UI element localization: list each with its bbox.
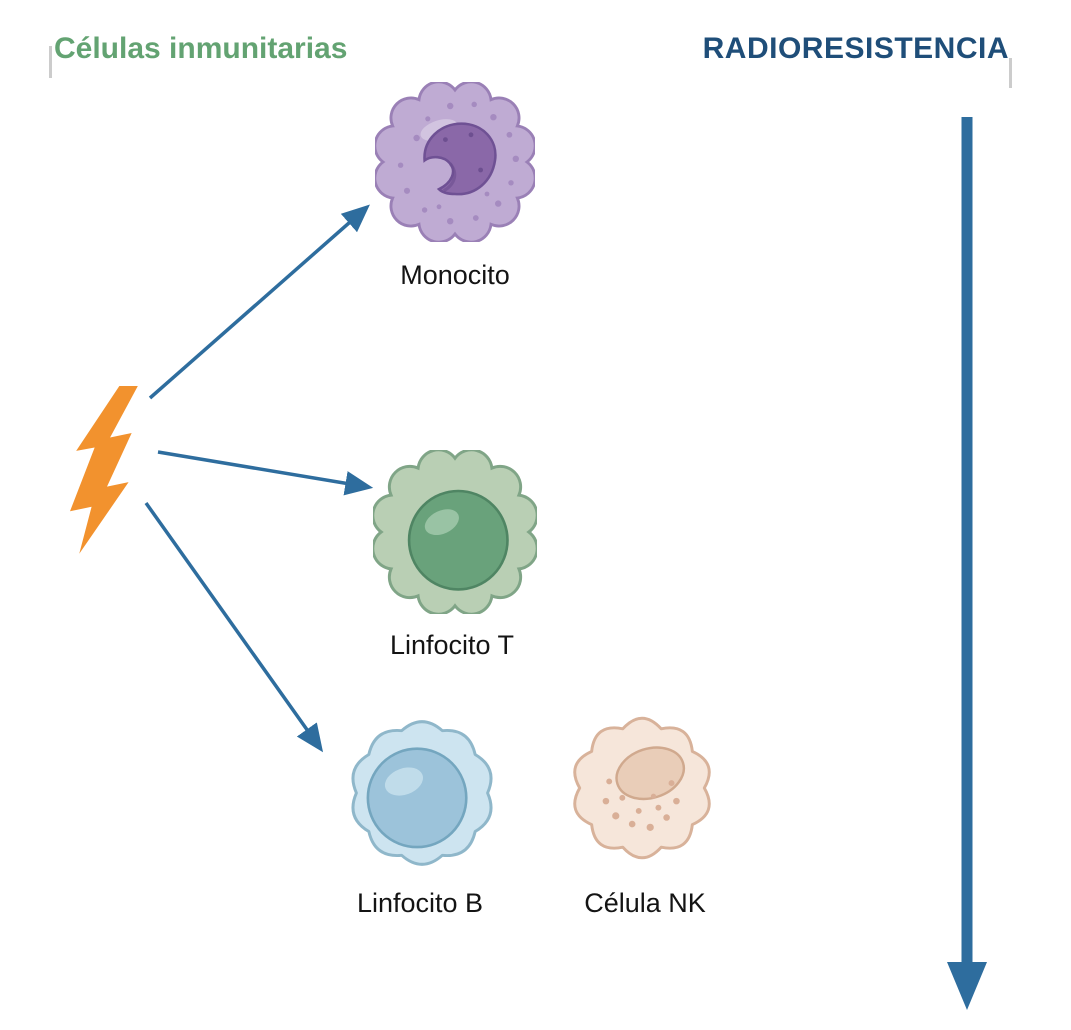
monocito-nucleus-dots [443, 132, 483, 173]
arrow-to-monocito-icon [148, 204, 370, 400]
cursor-artifact-left [49, 46, 52, 78]
title-immune-cells: Células inmunitarias [54, 32, 348, 65]
arrow-to-linfocito-b-icon [144, 501, 324, 753]
monocito-nucleus-fold [442, 162, 457, 193]
celula-nk-granules [602, 778, 680, 831]
label-celula-nk: Célula NK [584, 888, 706, 918]
linfocito-b-highlight [384, 767, 423, 796]
radiation-bolt-icon [70, 386, 144, 556]
monocito-illustration [375, 82, 535, 242]
linfocito-b-illustration [340, 711, 504, 875]
label-linfocito-t: Linfocito T [389, 630, 515, 660]
label-linfocito-b: Linfocito B [356, 888, 484, 918]
monocito-speckles [397, 101, 519, 225]
linfocito-t-illustration [373, 450, 537, 614]
celula-nk-nucleus [615, 746, 686, 801]
arrow-to-linfocito-t-icon [157, 450, 374, 496]
cursor-artifact-right [1009, 58, 1012, 88]
linfocito-b-nucleus [366, 747, 468, 849]
bolt-shape [70, 386, 138, 554]
title-radioresistance: RADIORESISTENCIA [702, 32, 1009, 65]
linfocito-t-highlight [424, 509, 459, 536]
radioresistance-axis-arrowhead-icon [947, 962, 987, 1010]
celula-nk-illustration [560, 706, 724, 870]
linfocito-t-nucleus [407, 489, 509, 591]
label-monocito: Monocito [400, 260, 510, 290]
